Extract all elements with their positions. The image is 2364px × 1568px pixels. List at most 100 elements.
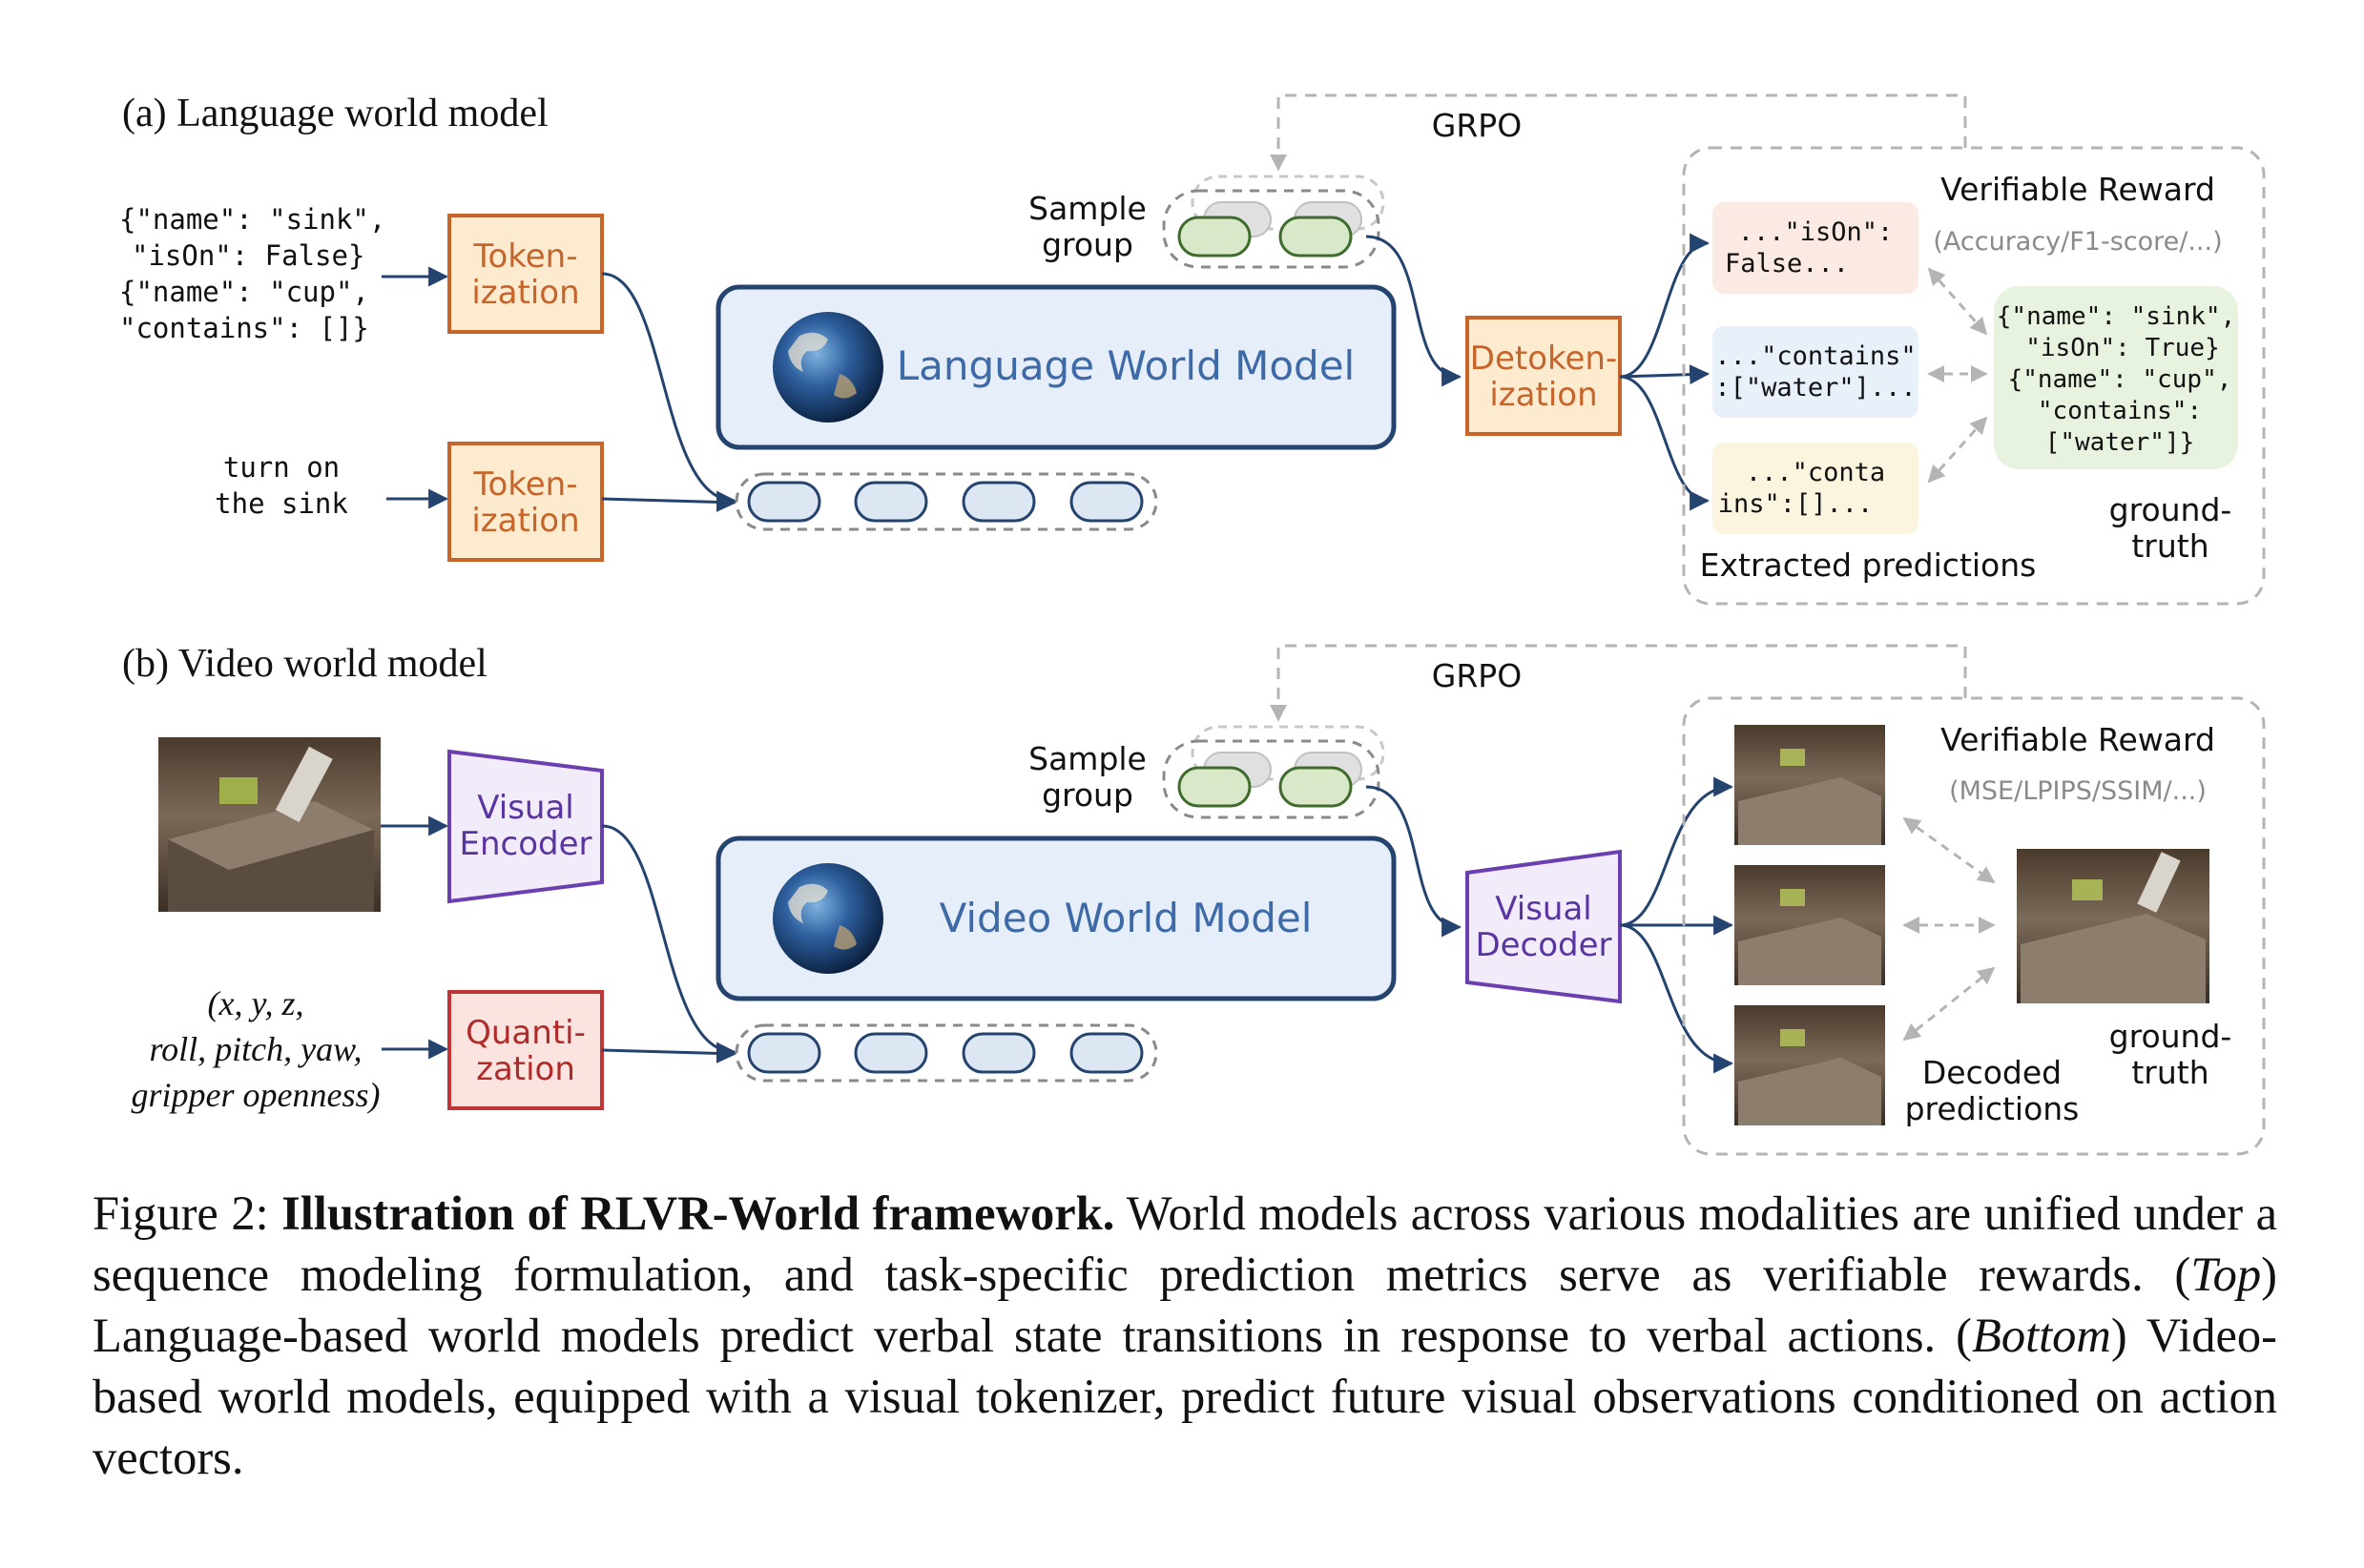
ground-truth-label-b: ground- truth [2109,1018,2232,1091]
input-action-vector: (x, y, z, roll, pitch, yaw, gripper open… [132,984,381,1114]
svg-text:ground-: ground- [2109,1018,2232,1055]
caption-part3: ) Video-based world models, equipped wit… [93,1309,2277,1484]
earth-icon-b [773,863,883,974]
panel-b-title: (b) Video world model [122,642,487,686]
svg-text:Visual: Visual [477,789,574,827]
arrow-to-detokenization [1365,235,1462,387]
svg-text:truth: truth [2131,527,2208,565]
reward-metrics-a: (Accuracy/F1-score/...) [1933,227,2222,257]
svg-text:Decoder: Decoder [1475,926,1611,964]
caption-bold: Illustration of RLVR-World framework. [281,1186,1115,1240]
figure-caption: Figure 2: Illustration of RLVR-World fra… [93,1183,2277,1488]
ground-truth-label-a: ground- truth [2109,491,2232,565]
arrow-to-decoded-3 [1619,923,1734,1074]
compare-arrow-b3 [1902,966,1996,1042]
caption-top: Top [2190,1248,2262,1301]
caption-part2: ) Language-based world models predict ve… [93,1248,2277,1362]
svg-text:truth: truth [2131,1054,2208,1091]
language-world-model-block: Language World Model [715,284,1397,450]
video-world-model-block: Video World Model [715,836,1397,1001]
arrow-tokens-4 [601,1042,737,1063]
svg-text:["water"]}: ["water"]} [2045,428,2195,457]
svg-text:{"name": "cup",: {"name": "cup", [2008,365,2232,394]
svg-text:Token-: Token- [472,237,577,276]
svg-text:Encoder: Encoder [459,825,591,863]
caption-part1: World models across various modalities a… [93,1186,2277,1301]
svg-text:predictions: predictions [1905,1090,2080,1127]
arrow-to-prediction-1 [1619,233,1711,379]
prediction-2: ..."contains" :["water"]... [1712,326,1918,418]
grpo-loop-a [1270,93,1967,172]
visual-decoder-block: Visual Decoder [1465,849,1622,1004]
detokenization-block: Detoken- ization [1465,316,1622,436]
caption-prefix: Figure 2: [93,1186,282,1240]
sample-group-a: Sample group [1028,175,1385,269]
tokenization-block-1: Token- ization [447,214,604,334]
svg-text:{"name": "cup",: {"name": "cup", [119,276,369,308]
svg-text:..."isOn":: ..."isOn": [1738,217,1894,247]
svg-text:"contains": []}: "contains": []} [119,312,369,344]
grpo-label-a: GRPO [1432,107,1522,144]
svg-text:Language World Model: Language World Model [897,342,1355,389]
decoded-frame-3 [1734,1005,1885,1125]
svg-text:{"name": "sink",: {"name": "sink", [1997,302,2235,331]
svg-text:turn on: turn on [223,451,340,484]
framework-figure: (a) Language world model GRPO {"name": "… [119,92,2266,1156]
decoded-frame-1 [1734,725,1885,845]
svg-text:ization: ization [471,502,579,540]
reward-region-a [1682,146,2266,606]
svg-text:(x, y, z,: (x, y, z, [208,984,304,1022]
arrow-tokens-1 [601,272,737,511]
earth-icon [773,312,883,423]
svg-text:ins":[]...: ins":[]... [1718,489,1874,519]
svg-text:ization: ization [1489,376,1597,414]
svg-text:zation: zation [476,1050,575,1088]
arrow-to-prediction-3 [1619,375,1711,511]
svg-text:gripper openness): gripper openness) [132,1076,381,1114]
input-state-json: {"name": "sink", "isOn": False} {"name":… [119,203,385,344]
caption-bottom: Bottom [1971,1309,2111,1362]
svg-text:..."conta: ..."conta [1746,458,1885,487]
sample-group-b: Sample group [1028,725,1385,819]
quantization-block: Quanti- zation [447,990,604,1110]
panel-a-title: (a) Language world model [122,92,549,135]
input-action-text: turn on the sink [215,451,348,520]
predictions-label-a: Extracted predictions [1700,547,2037,584]
reward-metrics-b: (MSE/LPIPS/SSIM/...) [1949,776,2207,806]
svg-text:ization: ization [471,274,579,312]
grpo-label-b: GRPO [1432,657,1522,694]
ground-truth-frame [2017,849,2209,1003]
compare-arrow-a1 [1927,267,1988,336]
arrow-tokens-2 [601,491,737,512]
grpo-loop-b [1270,644,1967,722]
ground-truth-a: {"name": "sink", "isOn": True} {"name": … [1994,286,2238,469]
reward-title-a: Verifiable Reward [1940,171,2215,208]
visual-encoder-block: Visual Encoder [447,749,604,904]
decoded-frame-2 [1734,865,1885,985]
svg-text:Video World Model: Video World Model [940,895,1313,941]
input-video-frame [158,737,381,912]
svg-text:group: group [1042,226,1133,263]
svg-text:..."contains": ..."contains" [1714,341,1916,371]
reward-title-b: Verifiable Reward [1940,721,2215,758]
svg-text:"isOn": True}: "isOn": True} [2025,334,2220,362]
arrow-to-prediction-2 [1619,364,1711,385]
svg-text:Sample: Sample [1028,740,1147,777]
reward-region-b [1682,696,2266,1156]
svg-text:group: group [1042,776,1133,814]
svg-text::["water"]...: :["water"]... [1714,373,1916,402]
svg-text:"contains":: "contains": [2038,397,2202,425]
svg-text:False...: False... [1725,249,1849,279]
svg-text:{"name": "sink",: {"name": "sink", [119,203,385,236]
tokenization-block-2: Token- ization [447,442,604,562]
svg-text:Decoded: Decoded [1922,1054,2062,1091]
svg-text:roll, pitch, yaw,: roll, pitch, yaw, [150,1030,363,1068]
token-sequence-b [735,1023,1158,1083]
svg-text:"isOn": False}: "isOn": False} [132,239,364,272]
prediction-3: ..."conta ins":[]... [1712,443,1918,534]
token-sequence-a [735,472,1158,531]
svg-text:the sink: the sink [215,487,348,520]
decoded-predictions-label: Decoded predictions [1905,1054,2080,1127]
arrow-tokens-3 [601,824,737,1063]
arrow-to-decoded-1 [1619,776,1734,927]
